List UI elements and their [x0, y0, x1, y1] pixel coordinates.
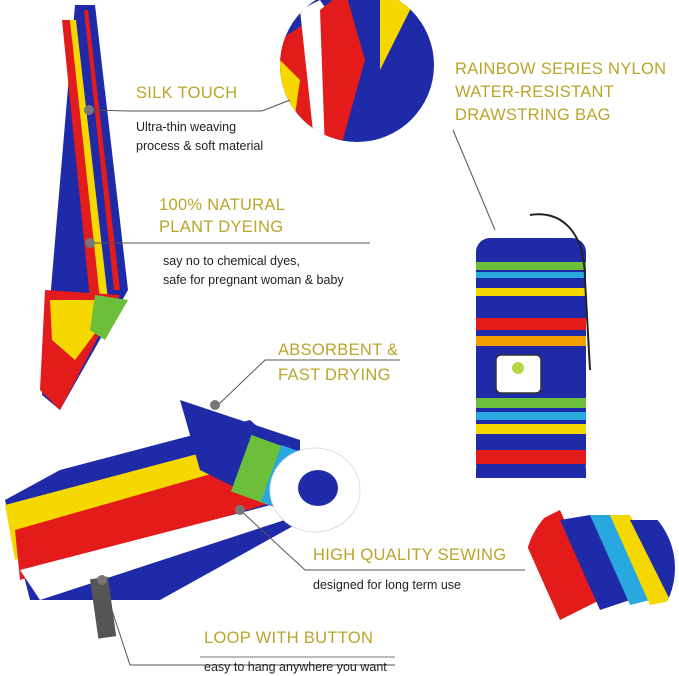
- silk-touch-closeup-image: [280, 0, 434, 142]
- feature-title-silk-touch: SILK TOUCH: [136, 84, 238, 102]
- feature-title-sewing: HIGH QUALITY SEWING: [313, 546, 507, 564]
- hanging-towel-image: [40, 5, 128, 410]
- feature-title-absorbent: ABSORBENT &FAST DRYING: [278, 341, 399, 384]
- feature-title-loop: LOOP WITH BUTTON: [204, 629, 374, 647]
- feature-desc-sewing: designed for long term use: [313, 578, 462, 592]
- rolled-towel-image: [5, 400, 361, 639]
- feature-desc-plant-dyeing: say no to chemical dyes,safe for pregnan…: [163, 254, 344, 287]
- marker-dots: [84, 105, 245, 585]
- drawstring-bag-image: [476, 213, 591, 478]
- feature-desc-loop: easy to hang anywhere you want: [204, 660, 387, 674]
- sewing-closeup-image: [525, 493, 675, 643]
- leader-lines: [89, 99, 525, 666]
